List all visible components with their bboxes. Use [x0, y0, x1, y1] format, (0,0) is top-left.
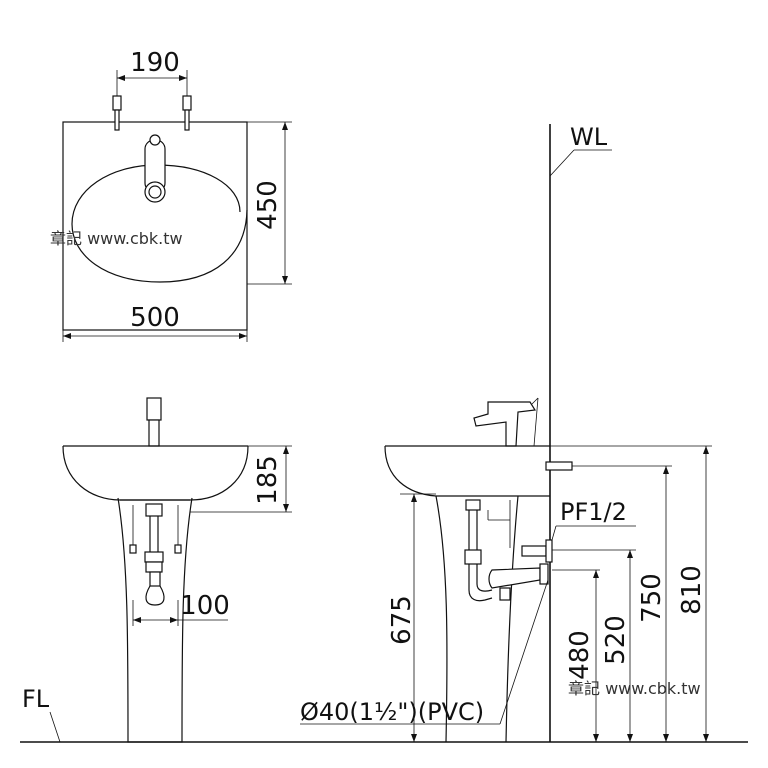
side-pedestal-front [435, 495, 448, 743]
basin-bowl-outline [71, 164, 248, 283]
dim-width: 500 [130, 303, 180, 333]
dim-rim-height: 750 [637, 573, 667, 623]
floor-line: FL [20, 685, 748, 743]
dim-basin-height: 185 [253, 455, 283, 505]
watermark-top: 章記 www.cbk.tw [50, 229, 183, 248]
drain-hole [148, 185, 162, 199]
dim-pedestal-height: 675 [387, 595, 417, 645]
drain-pipe-label: Ø40(1½")(PVC) [300, 698, 484, 726]
wall-bracket-left [112, 95, 122, 131]
side-pedestal-back [505, 495, 519, 743]
front-view: 185 100 [62, 397, 292, 743]
side-faucet [473, 401, 537, 447]
dim-supply-height: 520 [601, 615, 631, 665]
front-faucet-handle [146, 397, 162, 421]
dim-faucet-spacing: 190 [130, 48, 180, 78]
side-basin [384, 445, 550, 497]
front-faucet-body [148, 419, 160, 447]
dim-pedestal-width: 100 [180, 591, 230, 621]
top-view-outline [62, 121, 248, 331]
supply-fitting-label: PF1/2 [560, 498, 627, 526]
side-view: WL PF1/2 67 [300, 123, 712, 743]
wall-bracket-right [182, 95, 192, 131]
watermark-bottom: 章記 www.cbk.tw [568, 679, 701, 698]
floor-line-label: FL [22, 685, 50, 713]
drain-pipe [488, 567, 541, 589]
dim-drain-height: 480 [565, 630, 595, 680]
faucet-cap [149, 134, 161, 146]
supply-valve [521, 545, 547, 557]
dim-depth: 450 [253, 180, 283, 230]
top-view: 190 450 500 [62, 48, 292, 342]
wall-bolt [545, 461, 573, 471]
wall-line-label: WL [570, 123, 608, 151]
dim-overall-height: 810 [677, 565, 707, 615]
front-basin [62, 445, 249, 501]
